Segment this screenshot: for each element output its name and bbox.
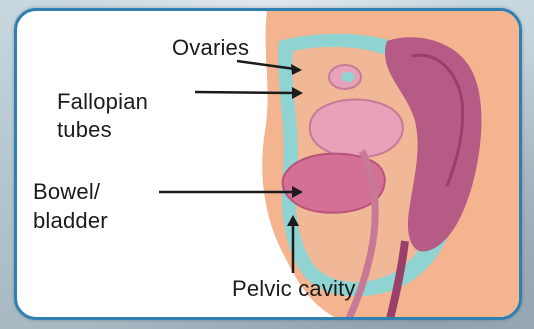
diagram-card: Ovaries Fallopian tubes Bowel/ bladder P… (14, 8, 522, 320)
uterus-organ (310, 99, 403, 157)
label-bowel-line2: bladder (33, 208, 108, 234)
label-pelvic-cavity: Pelvic cavity (232, 276, 356, 302)
label-bowel-line1: Bowel/ (33, 179, 100, 205)
ovary-inner (341, 72, 355, 82)
pelvic-anatomy-illustration (17, 11, 522, 320)
label-fallopian-line2: tubes (57, 117, 112, 143)
label-ovaries: Ovaries (172, 35, 249, 61)
arrow-fallopian (195, 92, 295, 93)
label-fallopian-line1: Fallopian (57, 89, 148, 115)
